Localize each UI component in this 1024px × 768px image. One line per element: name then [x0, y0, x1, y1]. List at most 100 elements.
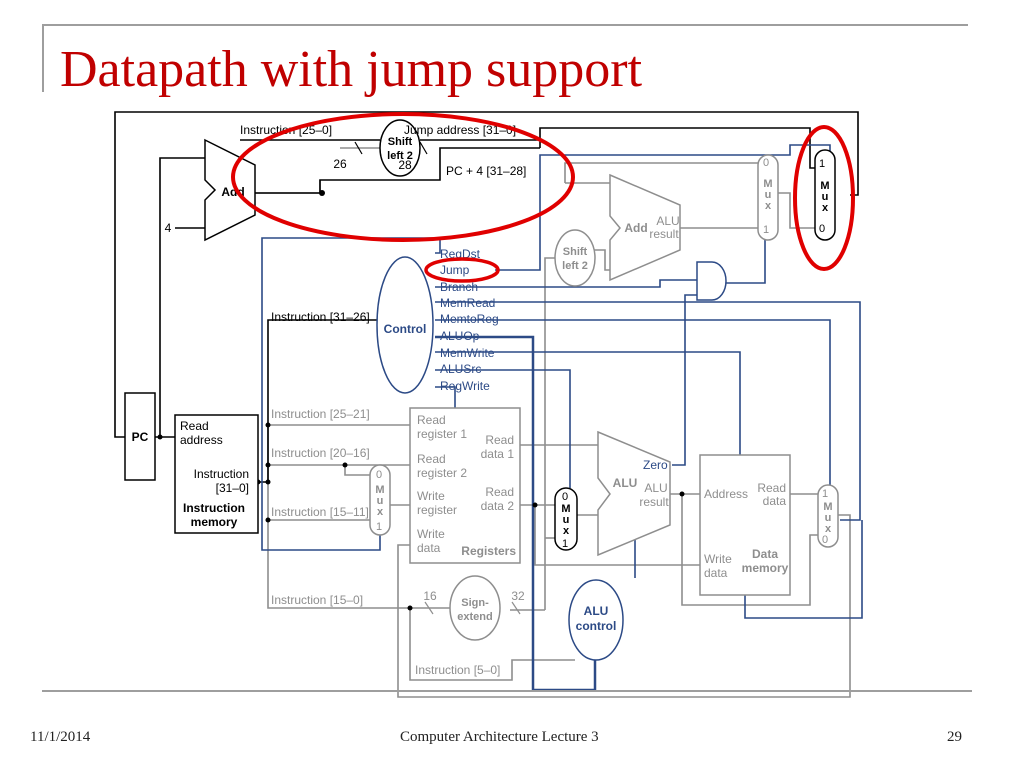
data-memory [699, 454, 791, 596]
mux-pc-x: x [765, 200, 772, 212]
signal-jump: Jump [440, 263, 470, 277]
instr-5-0-label: Instruction [5–0] [415, 663, 500, 677]
reg-rr2b: register 2 [417, 466, 467, 480]
control-label: Control [384, 322, 427, 336]
control-wires [261, 144, 863, 619]
imem-name2: memory [191, 515, 238, 529]
mux-regdst-m: M [375, 484, 384, 496]
control-signal-labels: RegDst Jump Branch MemRead MemtoReg ALUO… [440, 247, 499, 393]
mux-pc-u: u [765, 189, 772, 201]
instr-31-26-label: Instruction [31–26] [271, 310, 370, 324]
mux-regdst [369, 464, 391, 536]
mux-alusrc-m: M [561, 503, 570, 515]
mux-memtoreg-m: M [823, 501, 832, 513]
bits-16-label: 16 [423, 589, 437, 603]
signal-alusrc: ALUSrc [440, 362, 481, 376]
bus-width-marks [354, 141, 428, 155]
slide-frame-left [42, 24, 44, 92]
register-file-labels: Read register 1 Read register 2 Write re… [417, 413, 516, 558]
mux-regdst-u: u [377, 495, 384, 507]
imem-bits-label: [31–0] [216, 481, 249, 495]
dmem-wdata: data [704, 566, 728, 580]
shift-top-l2: left 2 [387, 150, 413, 162]
reg-rd2b: data 2 [481, 499, 515, 513]
jump-address-label: Jump address [31–0] [404, 123, 516, 137]
reg-rr1a: Read [417, 413, 446, 427]
mux-alusrc-u: u [563, 514, 570, 526]
mux-memtoreg-x: x [825, 523, 832, 535]
data-memory-labels: Address Read data Write data Data memory [704, 481, 789, 580]
branch-adder-add: Add [624, 221, 647, 235]
mux-jump-bottom: 0 [819, 223, 825, 235]
dmem-data: data [763, 494, 787, 508]
reg-wrb: register [417, 503, 457, 517]
sign-extend-unit [449, 575, 501, 641]
reg-wdb: data [417, 541, 441, 555]
slide-title: Datapath with jump support [60, 41, 643, 98]
sign-extend-l2: extend [457, 611, 492, 623]
reg-name: Registers [461, 544, 516, 558]
dmem-read: Read [757, 481, 786, 495]
mux-regdst-x: x [377, 506, 384, 518]
bits-32-label: 32 [511, 589, 525, 603]
reg-rd1a: Read [485, 433, 514, 447]
dmem-name1: Data [752, 547, 778, 561]
bits-26-label: 26 [333, 157, 347, 171]
instr-15-11-label: Instruction [15–11] [271, 505, 369, 519]
pc-label: PC [132, 430, 149, 444]
mux-alusrc [554, 487, 578, 551]
slide-frame-top [42, 24, 968, 26]
signal-branch: Branch [440, 280, 478, 294]
alu-name: ALU [613, 476, 638, 490]
black-wires [114, 111, 859, 483]
reg-rr2a: Read [417, 452, 446, 466]
slide-frame-bottom [42, 690, 972, 692]
reg-rd1b: data 1 [481, 447, 515, 461]
reg-rr1b: register 1 [417, 427, 467, 441]
reg-wra: Write [417, 489, 445, 503]
shift-left-2-top [379, 119, 421, 177]
mux-jump-m: M [820, 180, 829, 192]
bits-28-label: 28 [398, 158, 412, 172]
mux-jump-top: 1 [819, 158, 825, 170]
shift-mid-l2: left 2 [562, 260, 588, 272]
footer-page-number: 29 [947, 729, 962, 745]
alu-zero: Zero [643, 458, 668, 472]
signal-regwrite: RegWrite [440, 379, 490, 393]
dmem-name2: memory [742, 561, 789, 575]
alu-control-unit [568, 579, 624, 661]
mux-alusrc-bottom: 1 [562, 538, 568, 550]
mux-alusrc-top: 0 [562, 491, 568, 503]
highlight-jump-signal [424, 257, 500, 283]
footer-course: Computer Architecture Lecture 3 [400, 729, 599, 745]
mux-regdst-bottom: 1 [376, 521, 382, 533]
mux-jump [814, 149, 836, 241]
gray-wires [255, 147, 851, 698]
alu-control-l2: control [576, 619, 617, 633]
mux-pc-source [757, 154, 779, 241]
pc-register [124, 392, 156, 481]
mux-memtoreg-top: 1 [822, 488, 828, 500]
signal-memtoreg: MemtoReg [440, 312, 499, 326]
imem-address-label: address [180, 433, 223, 447]
alu-result: result [639, 495, 669, 509]
mux-jump-u: u [822, 191, 829, 203]
sign-extend-l1: Sign- [461, 597, 489, 609]
mux-memtoreg-bottom: 0 [822, 534, 828, 546]
mux-pc-top: 0 [763, 157, 769, 169]
mux-memtoreg [817, 484, 839, 548]
mux-regdst-top: 0 [376, 469, 382, 481]
branch-adder-result: result [649, 227, 679, 241]
branch-adder [609, 173, 681, 282]
mux-pc-m: M [763, 178, 772, 190]
mux-pc-bottom: 1 [763, 224, 769, 236]
four-constant: 4 [165, 221, 172, 235]
register-file [409, 407, 521, 564]
dmem-write: Write [704, 552, 732, 566]
shift-mid-l1: Shift [563, 246, 588, 258]
imem-instruction-label: Instruction [194, 467, 249, 481]
signal-memread: MemRead [440, 296, 495, 310]
highlight-jump-mux [793, 125, 855, 271]
signal-regdst: RegDst [440, 247, 481, 261]
